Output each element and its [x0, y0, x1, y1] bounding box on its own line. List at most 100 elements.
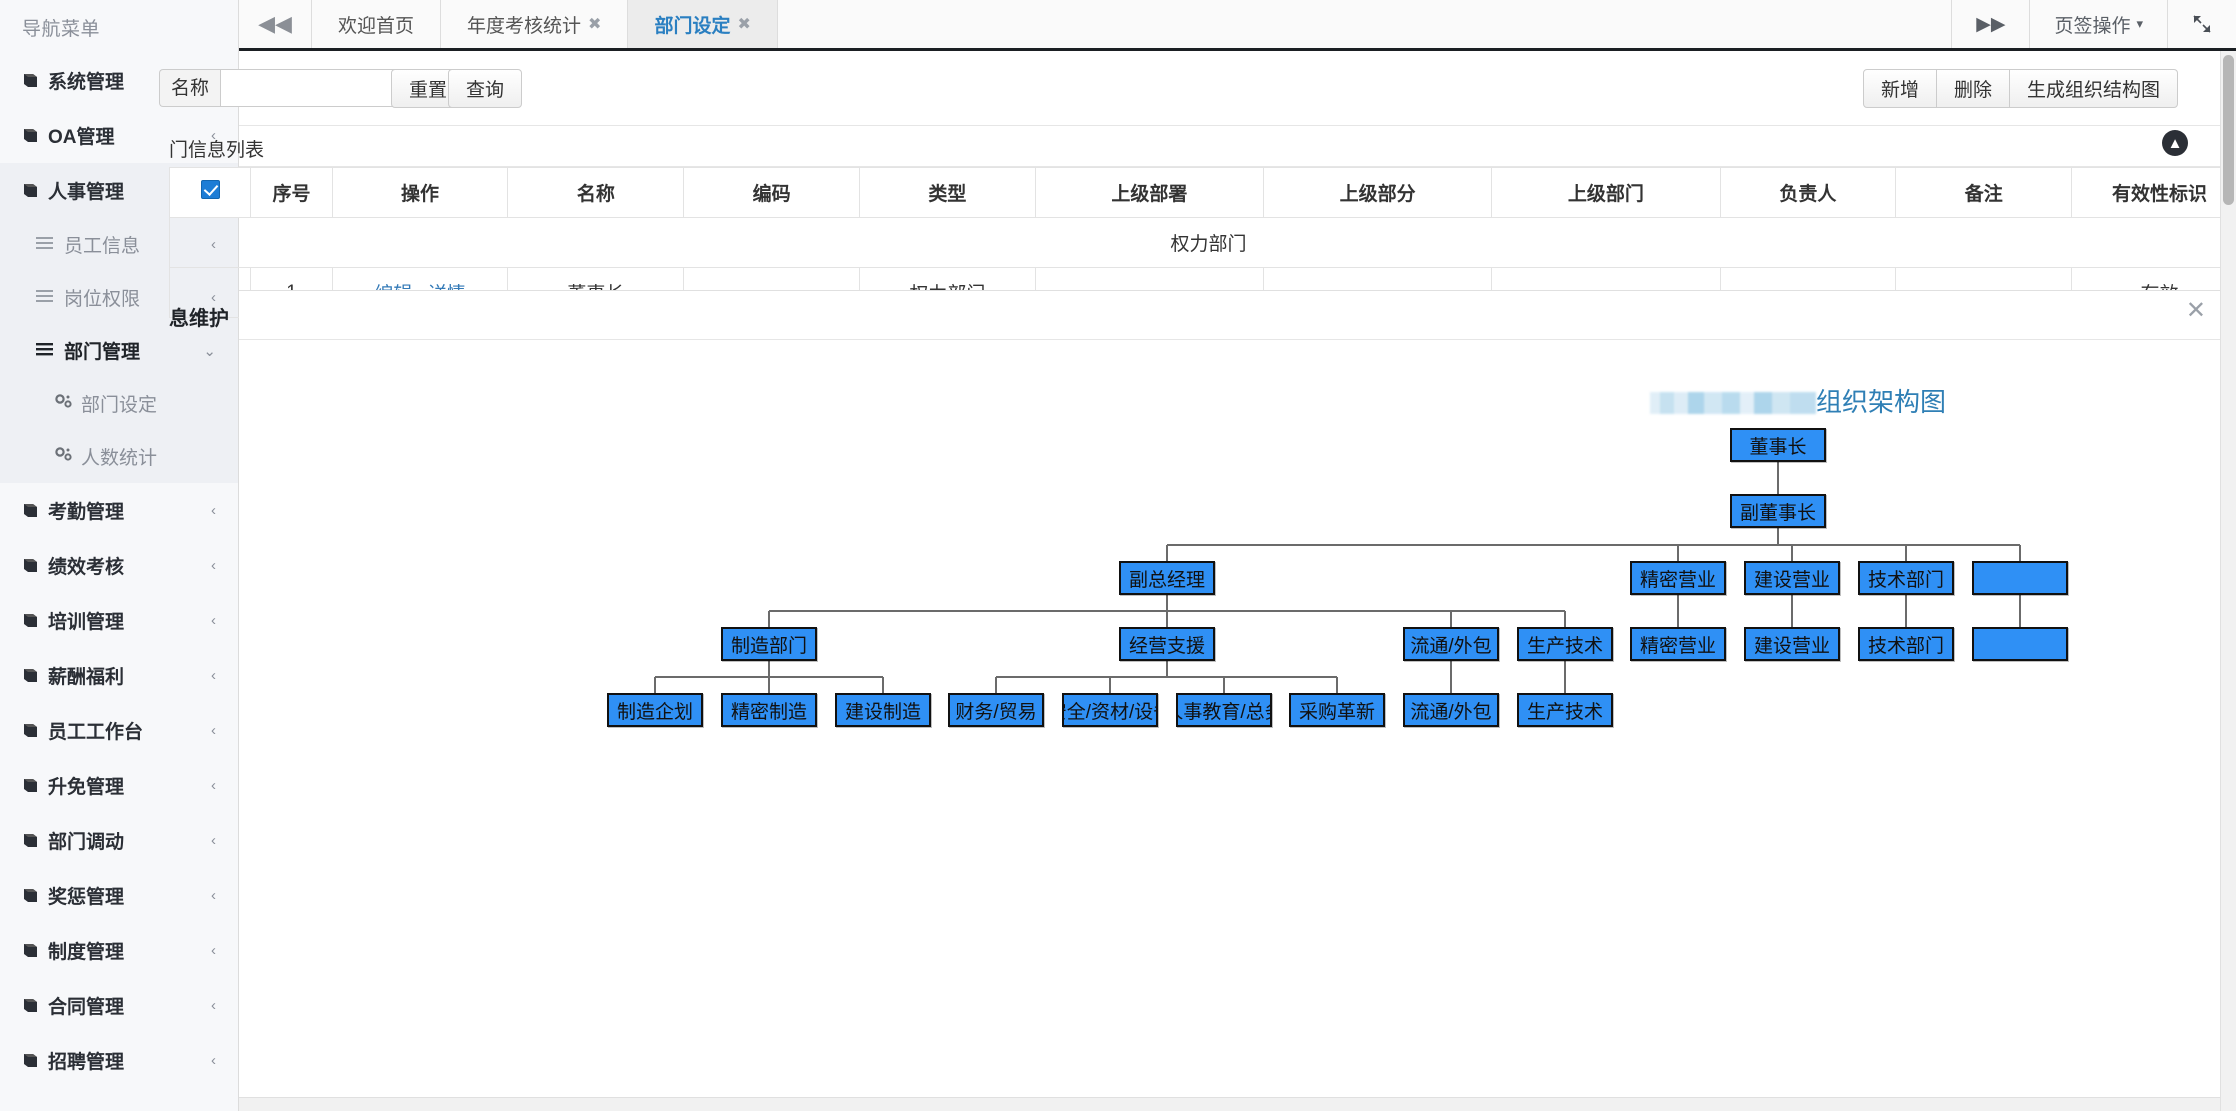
- sidebar-item-headcount-stats[interactable]: 人数统计: [0, 430, 238, 483]
- org-node[interactable]: 人事教育/总务: [1176, 693, 1272, 727]
- col-name: 名称: [507, 167, 685, 218]
- col-parent1: 上级部署: [1034, 167, 1265, 218]
- dialog-header: 息维护 ✕: [169, 291, 2236, 340]
- select-all-checkbox[interactable]: [200, 180, 220, 199]
- org-node[interactable]: [1972, 627, 2068, 661]
- menu-icon: [36, 340, 64, 362]
- org-node[interactable]: 安全/资材/设备: [1062, 693, 1158, 727]
- redacted-company-name: [1650, 392, 1816, 414]
- col-select[interactable]: [168, 167, 252, 218]
- org-node[interactable]: 精密营业: [1630, 627, 1726, 661]
- org-node[interactable]: 董事长: [1730, 428, 1826, 462]
- org-node[interactable]: 副董事长: [1730, 494, 1826, 528]
- org-node[interactable]: 建设营业: [1744, 561, 1840, 595]
- gears-icon: [55, 393, 81, 415]
- query-button[interactable]: 查询: [448, 69, 523, 108]
- tab-label: 欢迎首页: [338, 15, 415, 37]
- org-node[interactable]: 建设营业: [1744, 627, 1840, 661]
- sidebar-item-label: 制度管理: [48, 942, 125, 963]
- org-node[interactable]: 副总经理: [1119, 561, 1215, 595]
- sidebar-item-4[interactable]: 考勤管理‹: [0, 483, 238, 538]
- org-node[interactable]: 财务/贸易: [948, 693, 1044, 727]
- sidebar-item-14[interactable]: 招聘管理‹: [0, 1033, 238, 1088]
- org-node[interactable]: 经营支援: [1119, 627, 1215, 661]
- sidebar-item-13[interactable]: 合同管理‹: [0, 978, 238, 1033]
- org-node[interactable]: 建设制造: [835, 693, 931, 727]
- org-edge: [1450, 611, 1452, 627]
- tab-dept-setting[interactable]: 部门设定 ✖: [628, 0, 778, 48]
- sidebar-item-10[interactable]: 部门调动‹: [0, 813, 238, 868]
- tabs-scroll-left-button[interactable]: ◀◀: [239, 0, 312, 48]
- close-icon[interactable]: ✖: [737, 16, 751, 33]
- org-edge: [1450, 661, 1452, 693]
- org-chart: 组织架构图 董事长副董事长副总经理精密营业建设营业技术部门制造部门经营支援流通/…: [239, 340, 2236, 860]
- org-node[interactable]: 流通/外包: [1403, 627, 1499, 661]
- org-node[interactable]: 制造企划: [607, 693, 703, 727]
- sidebar-item-11[interactable]: 奖惩管理‹: [0, 868, 238, 923]
- col-valid: 有效性标识: [2071, 167, 2236, 218]
- sidebar-tail-group: 考勤管理‹绩效考核‹培训管理‹薪酬福利‹员工工作台‹升免管理‹部门调动‹奖惩管理…: [0, 483, 238, 1088]
- close-icon[interactable]: ✖: [588, 16, 602, 33]
- col-action: 操作: [331, 167, 509, 218]
- tab-annual-review-stats[interactable]: 年度考核统计 ✖: [441, 0, 629, 48]
- close-icon[interactable]: ✕: [2185, 297, 2206, 324]
- sidebar-item-5[interactable]: 绩效考核‹: [0, 538, 238, 593]
- org-node[interactable]: 生产技术: [1517, 693, 1613, 727]
- org-edge: [1564, 611, 1566, 627]
- tab-bar-right-controls: ▶▶ 页签操作 ▾: [1951, 0, 2236, 48]
- page-ops-dropdown[interactable]: 页签操作 ▾: [2029, 0, 2167, 48]
- dept-info-dialog: 息维护 ✕ 组织架构图 董事长副董事长副总经理精密营业建设营业技术部门制造部门经…: [169, 290, 2236, 1111]
- org-node[interactable]: 制造部门: [721, 627, 817, 661]
- book-icon: [22, 723, 48, 738]
- org-edge: [1223, 677, 1225, 693]
- row-checkbox-cell[interactable]: [168, 267, 252, 318]
- horizontal-scrollbar[interactable]: [239, 1097, 2220, 1111]
- sidebar-item-dept-setting[interactable]: 部门设定: [0, 377, 238, 430]
- book-icon: [22, 73, 48, 88]
- fullscreen-button[interactable]: [2167, 0, 2236, 48]
- org-node[interactable]: 精密制造: [721, 693, 817, 727]
- org-edge: [1336, 677, 1338, 693]
- vertical-scrollbar[interactable]: [2220, 51, 2236, 1111]
- up-arrow-icon[interactable]: ▲: [2162, 130, 2188, 156]
- sidebar-item-8[interactable]: 员工工作台‹: [0, 703, 238, 758]
- org-edge: [654, 677, 656, 693]
- org-edge: [1166, 661, 1168, 677]
- col-owner: 负责人: [1719, 167, 1897, 218]
- chevron-left-icon: ‹: [211, 942, 216, 959]
- gears-icon: [55, 446, 81, 468]
- tabs-scroll-right-button[interactable]: ▶▶: [1951, 0, 2029, 48]
- search-label: 名称: [159, 69, 221, 107]
- sidebar-item-dept-mgmt[interactable]: 部门管理 ⌄: [0, 324, 238, 377]
- sidebar-item-oa[interactable]: OA管理 ‹: [0, 108, 238, 163]
- org-node[interactable]: [1972, 561, 2068, 595]
- sidebar-item-label: 奖惩管理: [48, 887, 125, 908]
- org-edge: [768, 661, 770, 677]
- tab-home[interactable]: 欢迎首页: [312, 0, 442, 48]
- col-seq: 序号: [250, 167, 333, 218]
- delete-button[interactable]: 删除: [1935, 69, 2010, 108]
- org-node[interactable]: 生产技术: [1517, 627, 1613, 661]
- col-parent3: 上级部门: [1491, 167, 1721, 218]
- org-node[interactable]: 技术部门: [1858, 561, 1954, 595]
- org-node[interactable]: 采购革新: [1289, 693, 1385, 727]
- org-node[interactable]: 流通/外包: [1403, 693, 1499, 727]
- tab-label: 年度考核统计: [467, 15, 582, 37]
- org-edge: [768, 677, 770, 693]
- sidebar-item-label: 薪酬福利: [48, 667, 125, 688]
- org-edge: [2019, 595, 2021, 627]
- nav-title: 导航菜单: [22, 19, 101, 40]
- sidebar-item-label: 部门设定: [81, 395, 158, 416]
- generate-org-chart-button[interactable]: 生成组织结构图: [2008, 69, 2178, 108]
- org-edge: [1777, 528, 1779, 545]
- sidebar-item-7[interactable]: 薪酬福利‹: [0, 648, 238, 703]
- sidebar-item-9[interactable]: 升免管理‹: [0, 758, 238, 813]
- org-node[interactable]: 技术部门: [1858, 627, 1954, 661]
- vertical-scrollbar-thumb[interactable]: [2223, 55, 2234, 205]
- book-icon: [22, 668, 48, 683]
- org-node[interactable]: 精密营业: [1630, 561, 1726, 595]
- expand-icon: [2193, 15, 2211, 33]
- sidebar-item-12[interactable]: 制度管理 ‹: [0, 923, 238, 978]
- sidebar-item-6[interactable]: 培训管理‹: [0, 593, 238, 648]
- add-button[interactable]: 新增: [1862, 69, 1937, 108]
